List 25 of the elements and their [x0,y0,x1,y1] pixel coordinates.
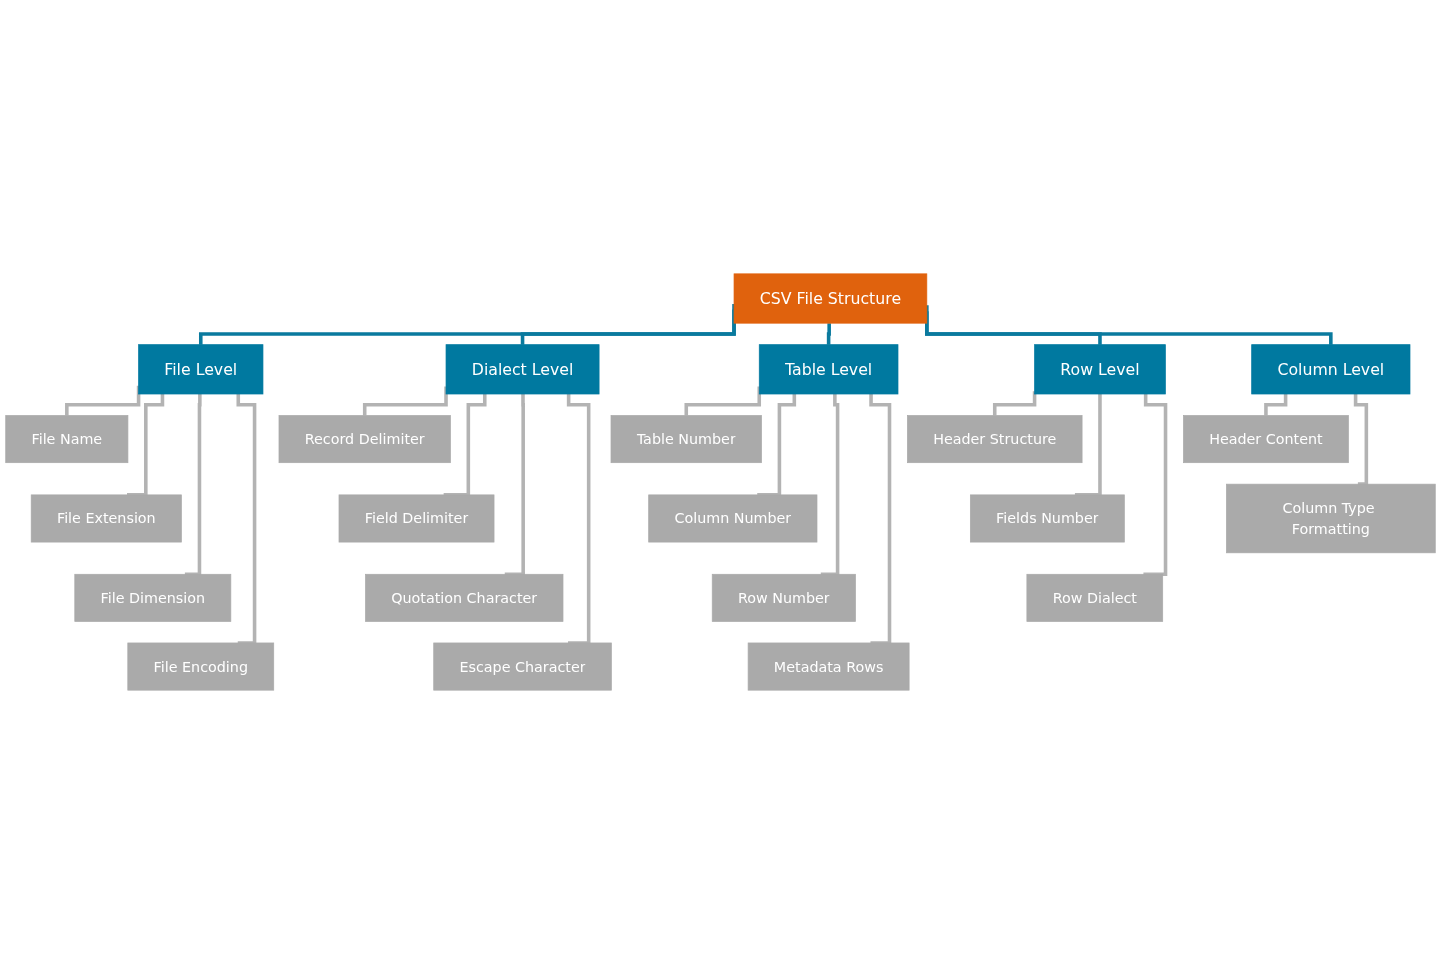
node-box: Metadata Rows [747,642,910,691]
connector [1353,394,1369,486]
connector [1143,394,1168,577]
node-box: Row Number [711,573,856,622]
node-box: CSV File Structure [733,273,928,324]
node-box: File Name [5,415,129,464]
node-box: Field Delimiter [338,494,495,543]
node-box: Fields Number [970,494,1125,543]
node-box: File Encoding [127,642,275,691]
node-box: Column Level [1251,344,1411,395]
node-box: File Extension [30,494,182,543]
node-box: File Dimension [74,573,232,622]
node-box: Table Number [610,415,762,464]
node-box: Dialect Level [445,344,600,395]
node-box: Escape Character [433,642,612,691]
node-box: Table Level [758,344,899,395]
node-box: Header Structure [907,415,1083,464]
node-box: Column Number [648,494,818,543]
node-box: Header Content [1183,415,1349,464]
node-box: Column Type Formatting [1226,483,1436,554]
node-box: Quotation Character [365,573,564,622]
node-box: Row Level [1034,344,1166,395]
node-box: File Level [138,344,264,395]
node-box: Row Dialect [1026,573,1164,622]
node-box: Record Delimiter [278,415,451,464]
